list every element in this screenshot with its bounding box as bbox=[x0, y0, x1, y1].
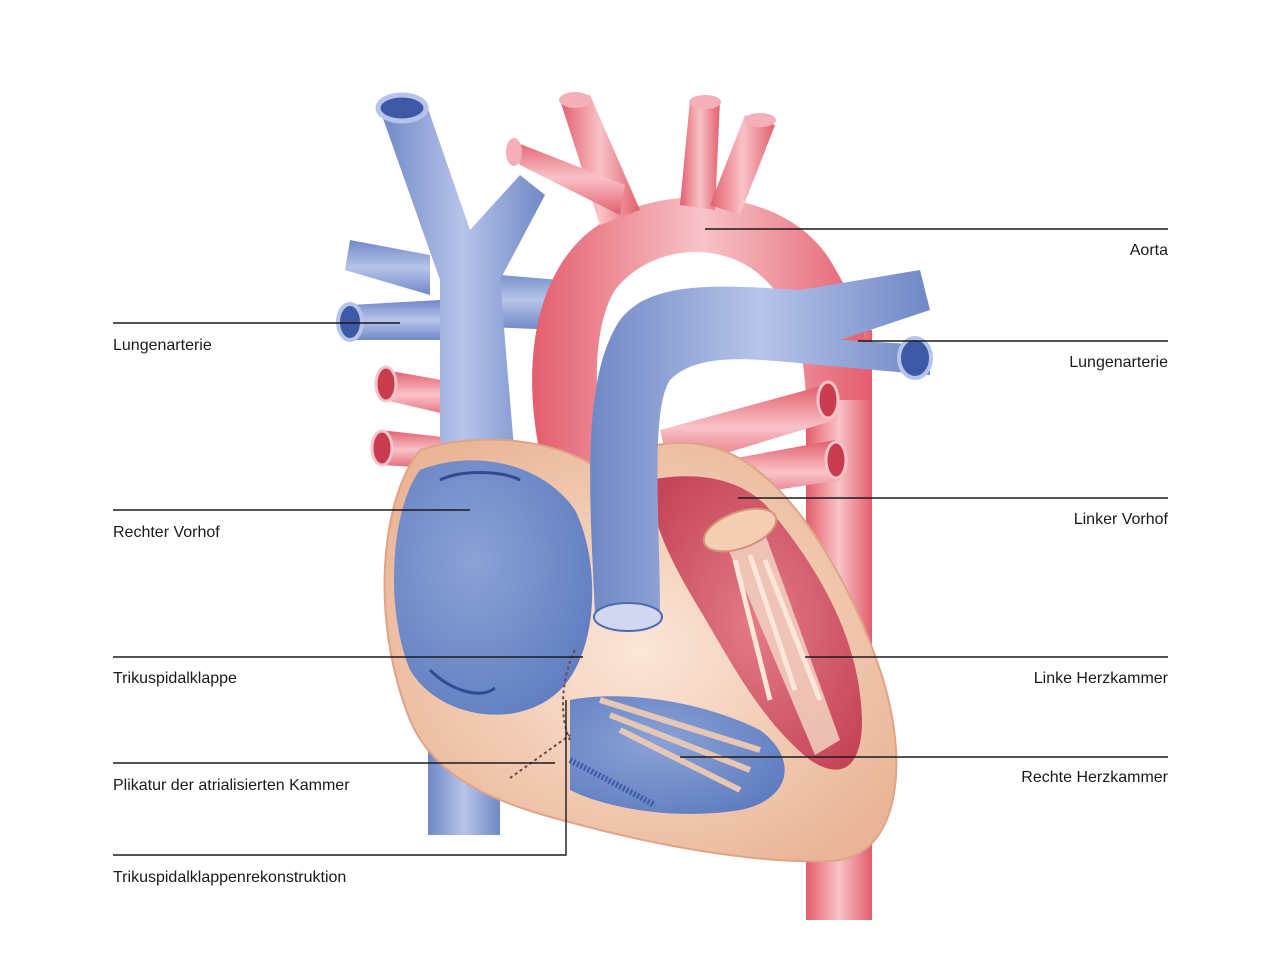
label-rechter-vorhof: Rechter Vorhof bbox=[113, 524, 220, 541]
leader-lines bbox=[113, 228, 1168, 856]
label-lungenarterie-left: Lungenarterie bbox=[113, 337, 212, 354]
label-trikuspidalklappe: Trikuspidalklappe bbox=[113, 670, 237, 687]
label-rechte-herzkammer: Rechte Herzkammer bbox=[1021, 769, 1168, 786]
label-plikatur: Plikatur der atrialisierten Kammer bbox=[113, 777, 350, 794]
label-linker-vorhof: Linker Vorhof bbox=[1073, 511, 1168, 528]
leader-rekonstruktion bbox=[113, 700, 567, 856]
label-linke-herzkammer: Linke Herzkammer bbox=[1033, 670, 1168, 687]
label-lungenarterie-right: Lungenarterie bbox=[1069, 354, 1168, 371]
aortic-arch bbox=[506, 92, 872, 520]
label-rekonstruktion: Trikuspidalklappenrekonstruktion bbox=[113, 869, 347, 886]
pulmonary-trunk bbox=[590, 270, 933, 632]
right-ventricle-cavity bbox=[568, 696, 785, 814]
superior-vena-cava bbox=[375, 92, 545, 460]
right-atrium-cavity bbox=[393, 460, 593, 715]
left-heart-cavity bbox=[650, 476, 862, 770]
label-aorta: Aorta bbox=[1129, 242, 1168, 259]
tricuspid-suture bbox=[509, 649, 576, 779]
